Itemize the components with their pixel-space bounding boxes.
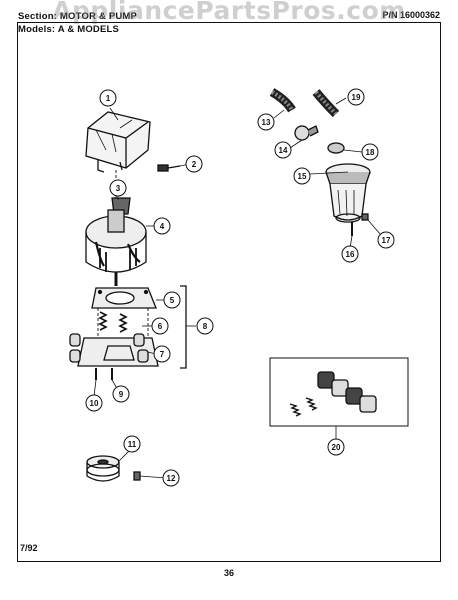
kit-box-part	[269, 357, 409, 427]
base-bolts-part	[95, 368, 113, 380]
callout-11: 11	[123, 435, 141, 453]
svg-text:18: 18	[366, 148, 375, 157]
svg-text:17: 17	[382, 236, 391, 245]
callout-18: 18	[361, 143, 379, 161]
svg-text:4: 4	[160, 222, 165, 231]
page-number: 36	[223, 568, 234, 578]
svg-text:20: 20	[332, 443, 341, 452]
svg-text:13: 13	[262, 118, 271, 127]
svg-text:15: 15	[298, 172, 307, 181]
callout-2: 2	[185, 155, 203, 173]
svg-text:5: 5	[170, 296, 175, 305]
callout-14: 14	[274, 141, 292, 159]
callout-3: 3	[109, 179, 127, 197]
svg-text:10: 10	[90, 399, 99, 408]
svg-text:9: 9	[119, 390, 124, 399]
leader-lines	[93, 97, 381, 479]
callout-8: 8	[196, 317, 214, 335]
revision-date: 7/92	[20, 543, 38, 553]
svg-text:8: 8	[203, 322, 208, 331]
base-grommets-part	[69, 333, 159, 367]
hose-part-13	[269, 88, 296, 113]
svg-text:16: 16	[346, 250, 355, 259]
model-title: Models: A & MODELS	[18, 24, 120, 35]
motor-cover-part	[85, 111, 151, 173]
valve-part	[294, 125, 319, 141]
assembly-guides	[97, 170, 149, 338]
svg-text:12: 12	[167, 474, 176, 483]
motor-part	[85, 209, 147, 286]
callout-4: 4	[153, 217, 171, 235]
pump-part	[325, 163, 371, 223]
svg-text:19: 19	[352, 93, 361, 102]
callout-5: 5	[163, 291, 181, 309]
pulley-key-part	[133, 471, 141, 481]
diagram-frame	[17, 22, 441, 562]
pump-fittings-part	[351, 213, 369, 236]
callout-9: 9	[112, 385, 130, 403]
group-bracket	[180, 285, 187, 369]
callout-17: 17	[377, 231, 395, 249]
svg-text:1: 1	[106, 94, 111, 103]
callout-16: 16	[341, 245, 359, 263]
pump-cap-part	[327, 142, 345, 154]
hose-part-19	[312, 89, 340, 118]
callout-20: 20	[327, 438, 345, 456]
svg-text:2: 2	[192, 160, 197, 169]
part-number: P/N 16000362	[382, 10, 440, 20]
svg-text:14: 14	[279, 146, 288, 155]
svg-text:6: 6	[158, 322, 163, 331]
cover-screw-part	[157, 164, 181, 172]
pulley-part	[86, 455, 120, 482]
callout-13: 13	[257, 113, 275, 131]
callout-7: 7	[153, 345, 171, 363]
svg-text:3: 3	[116, 184, 121, 193]
callout-12: 12	[162, 469, 180, 487]
callout-15: 15	[293, 167, 311, 185]
section-title: Section: MOTOR & PUMP	[18, 11, 138, 22]
svg-text:7: 7	[160, 350, 165, 359]
callout-1: 1	[99, 89, 117, 107]
mounting-plate-part	[91, 287, 157, 309]
callout-19: 19	[347, 88, 365, 106]
watermark: AppliancePartsPros.com	[52, 0, 406, 25]
svg-text:11: 11	[128, 440, 137, 449]
callout-10: 10	[85, 394, 103, 412]
callout-6: 6	[151, 317, 169, 335]
springs-part	[98, 311, 128, 333]
